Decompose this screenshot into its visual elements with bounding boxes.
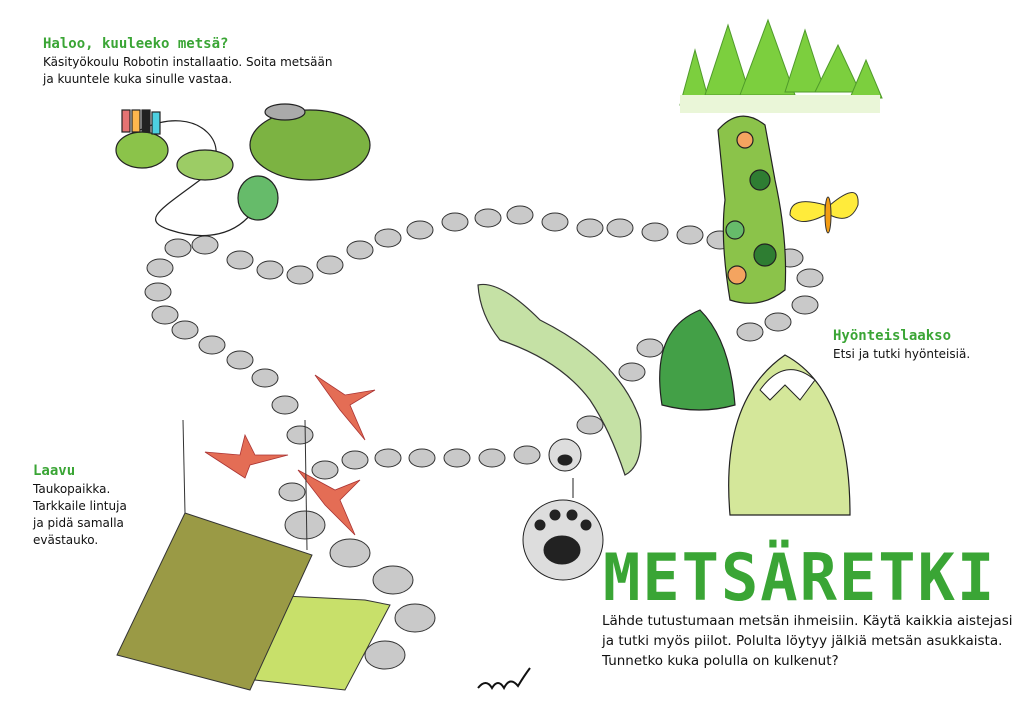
station-laavu: Laavu Taukopaikka. Tarkkaile lintuja ja … [33,463,133,549]
station-hyonteislaakso: Hyönteislaakso Etsi ja tutki hyönteisiä. [833,328,1013,363]
path-stone [441,212,469,232]
station-heading: Hyönteislaakso [833,328,952,344]
path-stone [171,320,199,340]
path-stone [278,482,306,502]
path-stone [151,305,179,325]
path-stone [256,260,284,280]
path-stone [606,218,634,238]
station-description: Taukopaikka. Tarkkaile lintuja ja pidä s… [33,482,127,547]
path-stone [791,295,819,315]
path-stone [513,445,541,465]
path-stone [408,448,436,468]
station-description: Käsityökoulu Robotin installaatio. Soita… [43,55,333,86]
path-stone [316,255,344,275]
path-stone [346,240,374,260]
path-stone [311,460,339,480]
station-heading: Laavu [33,463,76,479]
path-stone [286,425,314,445]
snowy-mountain-icon [728,354,851,516]
path-stone [576,218,604,238]
path-stone [144,282,172,302]
path-stone [618,362,646,382]
path-stone [226,350,254,370]
sound-installation-icon [115,103,371,237]
path-stone [443,448,471,468]
path-stone [271,395,299,415]
path-stone [372,565,414,595]
path-stone [478,448,506,468]
path-stone [736,322,764,342]
path-stone [364,640,406,670]
path-stone [226,250,254,270]
path-stone [394,603,436,633]
intro-text: Lähde tutustumaan metsän ihmeisiin. Käyt… [602,613,1013,669]
paw-print-icon [522,438,604,581]
artist-signature [477,667,531,691]
path-stone [374,448,402,468]
path-stone [676,225,704,245]
path-stone [576,415,604,435]
path-stone [198,335,226,355]
forest-trees-icon [679,18,883,113]
butterfly-icon [789,192,859,234]
path-stone [341,450,369,470]
path-stone [374,228,402,248]
birds-icon [204,374,376,536]
path-stone [764,312,792,332]
spotted-pillar-icon [717,115,787,304]
laavu-shelter-icon [116,419,391,691]
path-stone [406,220,434,240]
striped-horn-icon [477,283,642,476]
mosaic-stone-icon [659,309,736,411]
path-stone [329,538,371,568]
path-stone [146,258,174,278]
path-stone [641,222,669,242]
station-haloo: Haloo, kuuleeko metsä? Käsityökoulu Robo… [43,36,343,88]
page-title: METSÄRETKI [603,539,997,616]
path-stone [164,238,192,258]
station-description: Etsi ja tutki hyönteisiä. [833,347,971,361]
path-stone [474,208,502,228]
path-stone [251,368,279,388]
path-stones [144,205,824,670]
path-stone [541,212,569,232]
path-stone [191,235,219,255]
path-stone [284,510,326,540]
path-stone [506,205,534,225]
path-stone [636,338,664,358]
path-stone [796,268,824,288]
station-heading: Haloo, kuuleeko metsä? [43,36,229,52]
path-stone [286,265,314,285]
